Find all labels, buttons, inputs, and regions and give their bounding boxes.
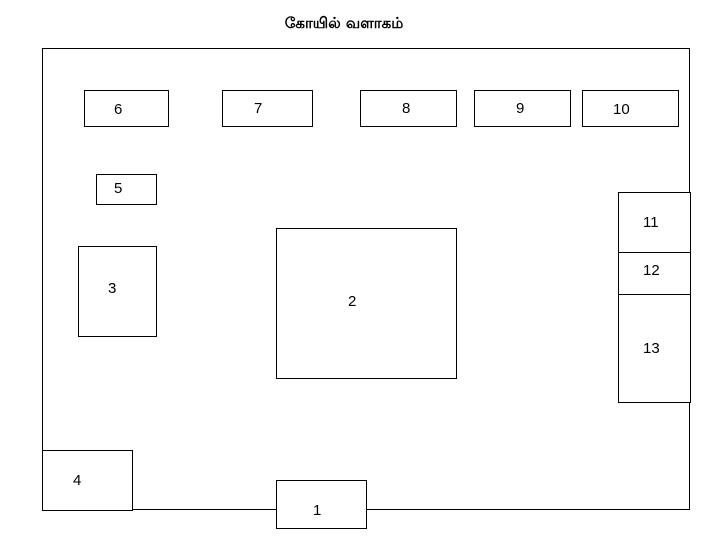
box-13: 13 bbox=[618, 294, 691, 403]
box-3: 3 bbox=[78, 246, 157, 337]
box-2-label: 2 bbox=[348, 293, 357, 310]
box-5: 5 bbox=[96, 174, 157, 205]
box-9-label: 9 bbox=[516, 100, 525, 117]
box-11: 11 bbox=[618, 192, 691, 253]
box-8-label: 8 bbox=[402, 100, 411, 117]
diagram-title: கோயில் வளாகம் bbox=[284, 14, 404, 32]
box-2: 2 bbox=[276, 228, 457, 379]
box-11-label: 11 bbox=[643, 214, 659, 231]
box-7: 7 bbox=[222, 90, 313, 127]
box-12-label: 12 bbox=[643, 262, 660, 279]
box-1-label: 1 bbox=[313, 502, 322, 519]
box-10: 10 bbox=[582, 90, 679, 127]
box-4-label: 4 bbox=[73, 472, 82, 489]
box-3-label: 3 bbox=[108, 280, 117, 297]
box-1: 1 bbox=[276, 480, 367, 529]
box-10-label: 10 bbox=[613, 101, 630, 118]
box-9: 9 bbox=[474, 90, 571, 127]
box-5-label: 5 bbox=[114, 180, 123, 197]
box-13-label: 13 bbox=[643, 340, 660, 357]
box-6-label: 6 bbox=[114, 101, 123, 118]
box-6: 6 bbox=[84, 90, 169, 127]
box-12: 12 bbox=[618, 252, 691, 295]
box-4: 4 bbox=[42, 450, 133, 511]
box-8: 8 bbox=[360, 90, 457, 127]
box-7-label: 7 bbox=[254, 100, 263, 117]
